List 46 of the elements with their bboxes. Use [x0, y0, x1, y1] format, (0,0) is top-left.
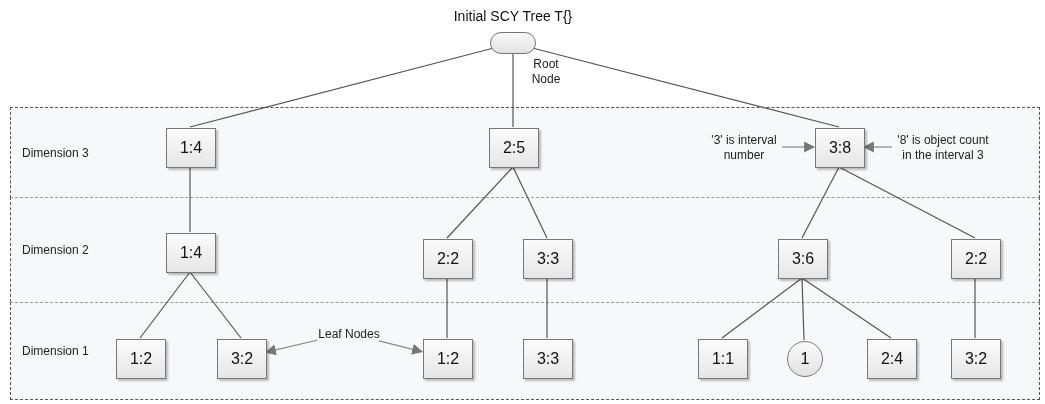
tree-node-box: 1:4	[166, 233, 216, 273]
tree-edge	[189, 47, 494, 128]
tree-node-box: 3:2	[951, 339, 1001, 379]
tree-edge	[801, 166, 840, 239]
tree-edge	[721, 277, 803, 339]
tree-node-box: 2:2	[423, 239, 473, 279]
arrow	[781, 141, 816, 153]
tree-node-box: 1:1	[698, 339, 748, 379]
tree-node-box: 3:6	[778, 239, 828, 279]
tree-edge	[532, 47, 840, 128]
dimension-band	[10, 302, 1040, 400]
arrow	[264, 339, 318, 356]
tree-edge	[801, 277, 805, 341]
arrow	[862, 141, 893, 153]
tree-node-box: 2:5	[489, 128, 539, 168]
tree-node-box: 1:2	[423, 339, 473, 379]
tree-node-box: 2:2	[951, 239, 1001, 279]
tree-edge	[974, 277, 976, 339]
tree-edge	[189, 271, 242, 339]
diagram-title: Initial SCY Tree T{}	[453, 7, 573, 26]
tree-node-box: 1:4	[166, 128, 216, 168]
dimension-label: Dimension 2	[22, 242, 89, 259]
tree-edge	[512, 53, 514, 128]
tree-edge	[446, 166, 514, 239]
annotation-text: Leaf Nodes	[318, 317, 380, 351]
tree-edge	[139, 271, 191, 339]
tree-edge	[512, 166, 548, 239]
tree-edge	[801, 277, 892, 339]
dimension-band	[10, 197, 1040, 302]
tree-node-box: 3:2	[217, 339, 267, 379]
tree-edge	[838, 166, 976, 239]
arrow	[378, 340, 424, 355]
tree-node-box: 1:2	[116, 339, 166, 379]
dimension-band	[10, 106, 1040, 198]
tree-node-box: 3:3	[523, 239, 573, 279]
dimension-label: Dimension 1	[22, 343, 89, 360]
tree-edge	[189, 166, 191, 233]
dimension-label: Dimension 3	[22, 144, 89, 162]
annotation-text: '3' is interval number	[705, 123, 783, 173]
tree-edge	[446, 277, 448, 339]
annotation-text: '8' is object count in the interval 3	[893, 123, 993, 173]
tree-node-box: 2:4	[867, 339, 917, 379]
node-caption: Root Node	[530, 57, 562, 87]
tree-node-box: 3:3	[523, 339, 573, 379]
tree-edge	[546, 277, 548, 339]
tree-node-box: 3:8	[815, 128, 865, 168]
